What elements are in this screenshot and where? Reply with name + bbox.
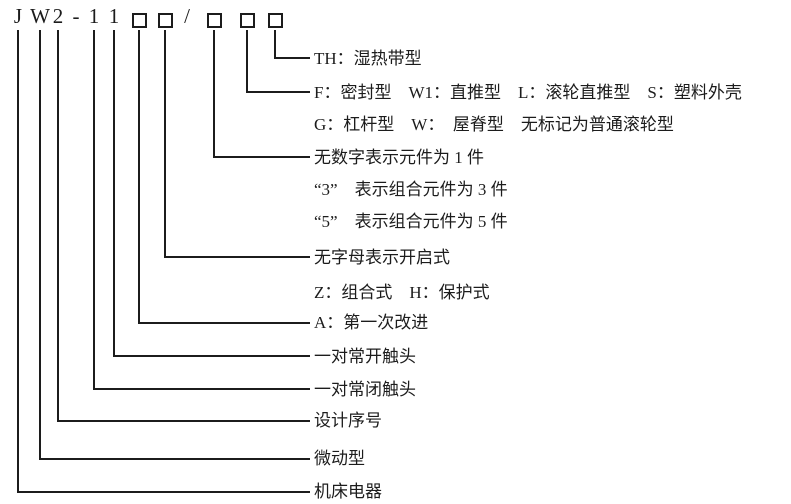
connector-line-digit-2 [57, 30, 310, 422]
label-no-number-one-piece: 无数字表示元件为 1 件 [314, 148, 484, 167]
connector-line-box4 [246, 30, 310, 93]
code-char-slash: / [184, 4, 190, 28]
label-normally-open-contact: 一对常开触头 [314, 347, 416, 366]
code-placeholder-box-3 [207, 13, 222, 28]
label-no-letter-open-type: 无字母表示开启式 [314, 248, 450, 267]
code-placeholder-box-1 [132, 13, 147, 28]
code-placeholder-box-2 [158, 13, 173, 28]
label-3-combined-three-piece: “3” 表示组合元件为 3 件 [314, 180, 508, 199]
label-5-combined-five-piece: “5” 表示组合元件为 5 件 [314, 212, 508, 231]
label-a-first-improvement: A：第一次改进 [314, 313, 429, 332]
code-char-2: 2 [52, 4, 64, 28]
label-f-w1-l-s-types: F：密封型 W1：直推型 L：滚轮直推型 S：塑料外壳 [314, 83, 742, 102]
label-design-serial-number: 设计序号 [314, 411, 382, 430]
label-th-damp-heat-type: TH：湿热带型 [314, 49, 422, 68]
connector-line-digit-1b [113, 30, 310, 357]
label-g-w-types: G：杠杆型 W： 屋脊型 无标记为普通滚轮型 [314, 115, 674, 134]
label-machine-tool-electric: 机床电器 [314, 482, 382, 501]
code-placeholder-box-4 [240, 13, 255, 28]
connector-line-char-w [39, 30, 310, 460]
connector-line-box2 [164, 30, 310, 258]
connector-line-char-j [17, 30, 310, 493]
code-char-j: J [13, 4, 23, 28]
connector-line-box3 [213, 30, 310, 158]
code-char-1a: 1 [88, 4, 100, 28]
label-micro-motion-type: 微动型 [314, 449, 365, 468]
connector-line-box1 [138, 30, 310, 324]
label-z-h-types: Z：组合式 H：保护式 [314, 283, 490, 302]
code-char-1b: 1 [108, 4, 120, 28]
code-char-w: W [30, 4, 50, 28]
connector-line-digit-1a [93, 30, 310, 390]
code-placeholder-box-5 [268, 13, 283, 28]
connector-line-box5 [274, 30, 310, 59]
code-char-dash: - [72, 4, 80, 28]
label-normally-closed-contact: 一对常闭触头 [314, 380, 416, 399]
